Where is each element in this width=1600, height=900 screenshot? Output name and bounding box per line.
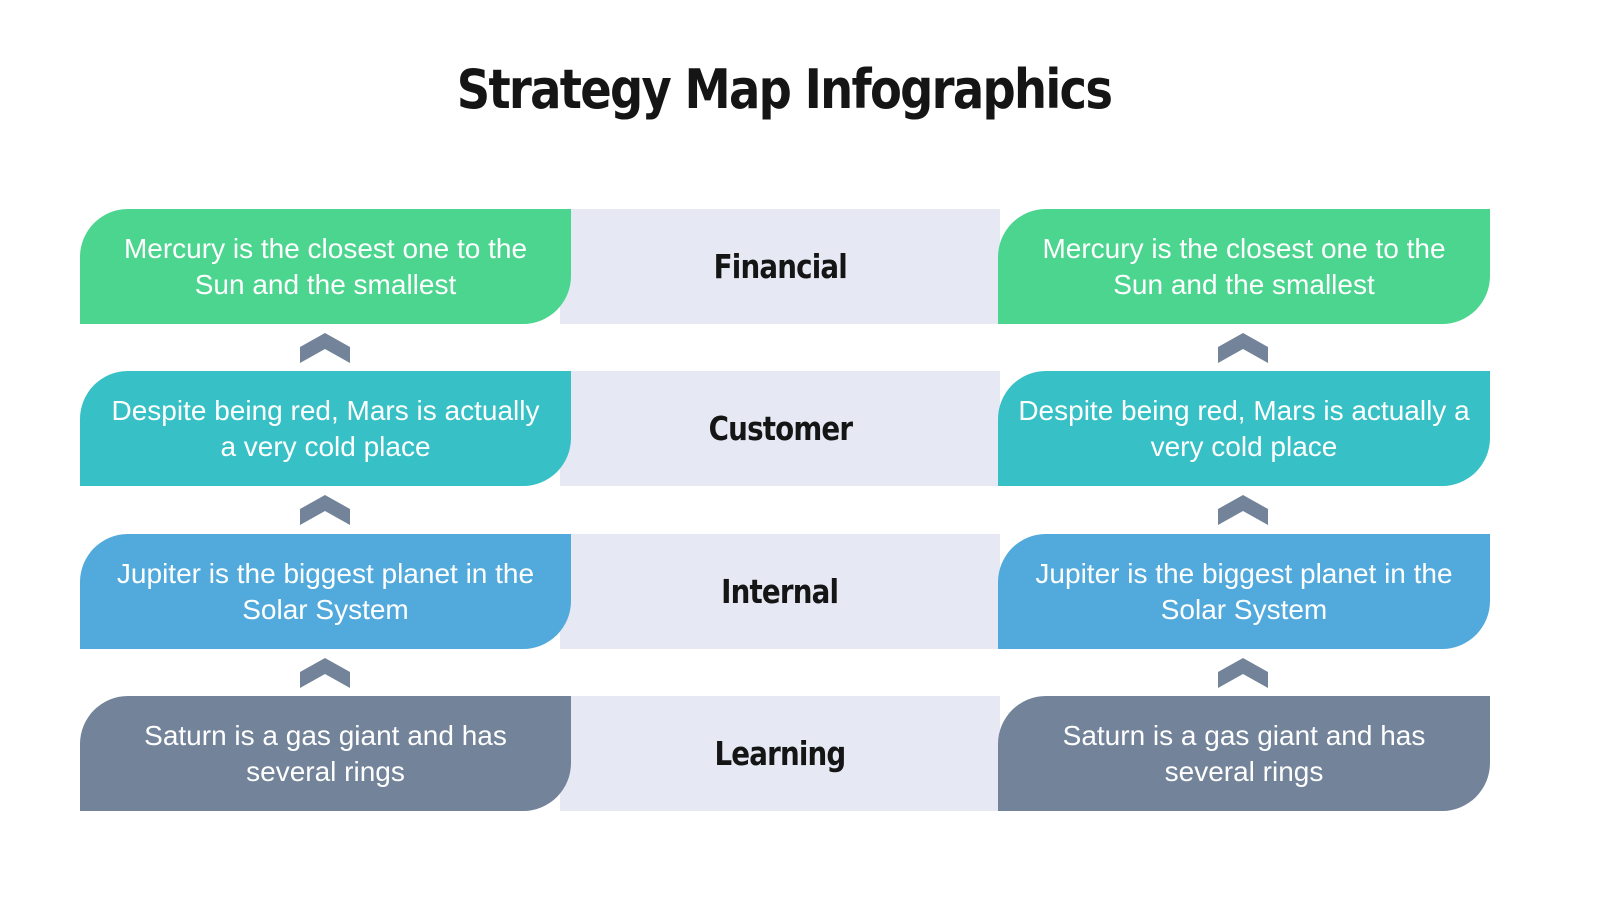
strategy-row-financial: Financial Mercury is the closest one to … (80, 209, 1490, 324)
chevron-up-icon (1218, 658, 1268, 688)
customer-left-box: Despite being red, Mars is actually a ve… (80, 371, 571, 486)
label-financial: Financial (713, 247, 847, 286)
customer-right-box: Despite being red, Mars is actually a ve… (998, 371, 1490, 486)
chevron-up-icon (1218, 495, 1268, 525)
label-learning: Learning (714, 734, 847, 773)
band-financial: Financial (560, 209, 1000, 324)
chevron-up-icon (300, 495, 350, 525)
strategy-row-internal: Internal Jupiter is the biggest planet i… (80, 534, 1490, 649)
band-learning: Learning (560, 696, 1000, 811)
page-title: Strategy Map Infographics (456, 58, 1113, 121)
internal-right-box: Jupiter is the biggest planet in the Sol… (998, 534, 1490, 649)
label-customer: Customer (708, 409, 852, 448)
learning-left-box: Saturn is a gas giant and has several ri… (80, 696, 571, 811)
strategy-row-learning: Learning Saturn is a gas giant and has s… (80, 696, 1490, 811)
chevron-up-icon (300, 333, 350, 363)
financial-right-box: Mercury is the closest one to the Sun an… (998, 209, 1490, 324)
learning-right-box: Saturn is a gas giant and has several ri… (998, 696, 1490, 811)
band-internal: Internal (560, 534, 1000, 649)
band-customer: Customer (560, 371, 1000, 486)
internal-left-box: Jupiter is the biggest planet in the Sol… (80, 534, 571, 649)
label-internal: Internal (721, 572, 840, 611)
chevron-up-icon (1218, 333, 1268, 363)
chevron-up-icon (300, 658, 350, 688)
strategy-row-customer: Customer Despite being red, Mars is actu… (80, 371, 1490, 486)
financial-left-box: Mercury is the closest one to the Sun an… (80, 209, 571, 324)
